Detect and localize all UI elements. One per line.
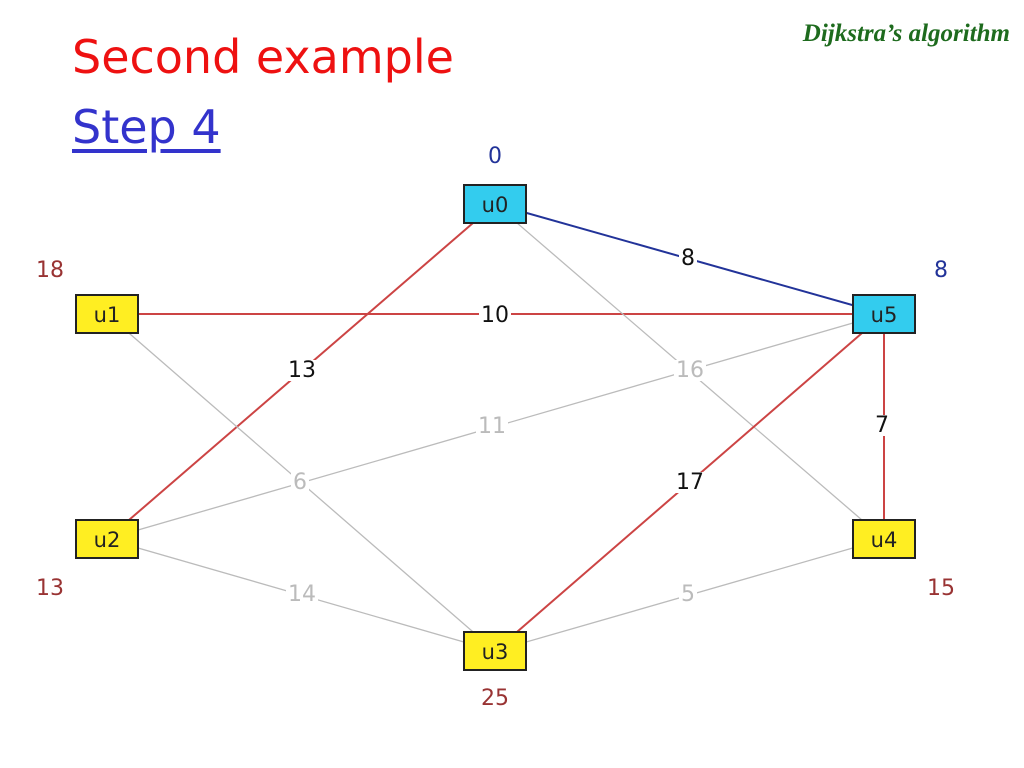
node-label-u5: u5 xyxy=(871,303,898,327)
step-link[interactable]: Step 4 xyxy=(72,100,221,154)
distance-label-u1: 18 xyxy=(36,258,64,283)
edge-weight-bg-u1-u5 xyxy=(479,305,511,326)
edge-weight-bg-u0-u4 xyxy=(674,360,706,381)
distance-label-u3: 25 xyxy=(481,686,509,711)
edge-weight-u5-u4: 7 xyxy=(875,413,889,438)
edge-weight-bg-u2-u3 xyxy=(286,584,318,605)
node-box-u1 xyxy=(75,294,139,334)
edge-weights-layer: 8 10 13 16 7 11 17 6 14 5 xyxy=(286,246,891,607)
slide-title: Second example xyxy=(72,30,454,84)
slide-header: Dijkstra’s algorithm xyxy=(802,20,1010,47)
edge-weight-bg-u0-u2 xyxy=(286,360,318,381)
node-u5[interactable]: u5 xyxy=(852,294,916,334)
edge-weight-bg-u5-u2 xyxy=(476,416,508,437)
edge-weight-u0-u2: 13 xyxy=(288,358,316,383)
node-u2[interactable]: u2 xyxy=(75,519,139,559)
node-box-u0 xyxy=(463,184,527,224)
edge-weight-bg-u4-u3 xyxy=(679,584,697,605)
node-label-u4: u4 xyxy=(871,528,898,552)
edge-weight-bg-u5-u4 xyxy=(873,415,891,436)
node-label-u3: u3 xyxy=(482,640,509,664)
node-u3[interactable]: u3 xyxy=(463,631,527,671)
nodes-layer: u0 u1 u2 u3 u4 u5 xyxy=(75,184,916,671)
node-u4[interactable]: u4 xyxy=(852,519,916,559)
distance-label-u0: 0 xyxy=(488,144,502,169)
distance-label-u5: 8 xyxy=(934,258,948,283)
edge-weight-u2-u3: 14 xyxy=(288,582,316,607)
node-u1[interactable]: u1 xyxy=(75,294,139,334)
distance-labels-layer: 0 18 13 25 15 8 xyxy=(36,144,955,711)
node-box-u3 xyxy=(463,631,527,671)
edge-weight-u1-u5: 10 xyxy=(481,303,509,328)
node-label-u0: u0 xyxy=(482,193,509,217)
edge-weight-bg-u5-u3 xyxy=(674,472,706,493)
edge-weight-u4-u3: 5 xyxy=(681,582,695,607)
distance-label-u4: 15 xyxy=(927,576,955,601)
edge-weight-u5-u2: 11 xyxy=(478,414,506,439)
node-u0[interactable]: u0 xyxy=(463,184,527,224)
edge-weight-bg-u0-u5 xyxy=(679,248,697,269)
edge-weight-u1-u3: 6 xyxy=(293,470,307,495)
node-box-u2 xyxy=(75,519,139,559)
edge-weight-u0-u5: 8 xyxy=(681,246,695,271)
node-label-u1: u1 xyxy=(94,303,121,327)
node-box-u5 xyxy=(852,294,916,334)
edge-weight-u5-u3: 17 xyxy=(676,470,704,495)
node-label-u2: u2 xyxy=(94,528,121,552)
edge-weight-bg-u1-u3 xyxy=(291,472,309,493)
node-box-u4 xyxy=(852,519,916,559)
edge-weight-u0-u4: 16 xyxy=(676,358,704,383)
distance-label-u2: 13 xyxy=(36,576,64,601)
